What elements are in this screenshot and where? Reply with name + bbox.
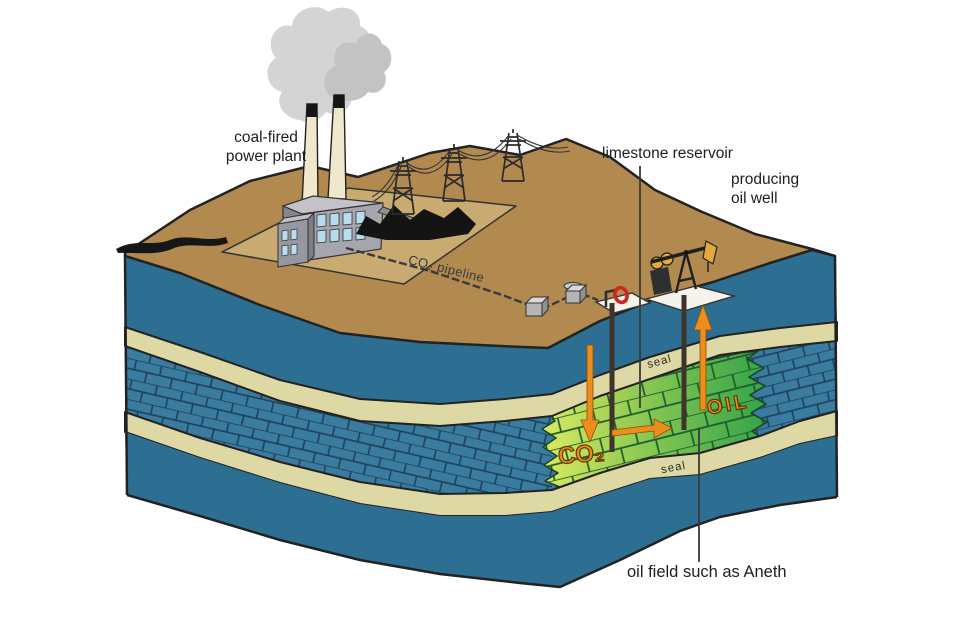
- smoke-plume: [324, 33, 392, 101]
- seal-layer-upper: [124, 321, 838, 427]
- red-valve-wheel: [613, 285, 629, 305]
- oil-up-arrow: [693, 303, 713, 411]
- pipeline-cube: [524, 295, 550, 318]
- ridge-shadow: [116, 237, 228, 254]
- coal-pile: [356, 205, 476, 240]
- block-right-edge: [833, 255, 839, 498]
- power-plant-label-line2: power plant: [225, 148, 307, 165]
- pipeline-wellhead-cube: [563, 282, 588, 305]
- pointer-lines: [639, 166, 700, 562]
- producing-oil-well-label-line2: oil well: [731, 190, 778, 207]
- annex-windows: [281, 228, 298, 257]
- block-bottom-edge: [126, 493, 838, 589]
- block-left-edge: [123, 255, 129, 496]
- transmission-towers: [371, 129, 571, 215]
- producing-oil-well-label: producing oil well: [731, 170, 799, 208]
- subsurface-block: [123, 250, 839, 589]
- plant-annex: [276, 211, 316, 268]
- pump-jack: [643, 240, 737, 312]
- co2-flow-arrow: [611, 418, 673, 439]
- limestone-reservoir-label: limestone reservoir: [602, 145, 733, 162]
- power-plant-label-line1: coal-fired: [234, 129, 298, 146]
- power-plant-label: coal-fired power plant: [213, 128, 319, 166]
- plant-windows: [316, 210, 366, 244]
- smokestack: [301, 103, 319, 205]
- transmission-tower: [500, 129, 526, 182]
- wellhead-pad: [643, 285, 737, 312]
- oil-field-label: oil field such as Aneth: [627, 563, 787, 581]
- co2-label: CO₂: [556, 438, 606, 470]
- smokestack: [327, 94, 347, 200]
- power-lines: [371, 134, 571, 202]
- limestone-bricks-left: [125, 346, 552, 494]
- producing-oil-well-label-line1: producing: [731, 171, 800, 188]
- co2-down-arrow: [580, 344, 600, 444]
- transmission-tower: [390, 157, 416, 215]
- layer-blue-lower: [125, 432, 837, 587]
- wells-and-arrows: [580, 295, 713, 452]
- transmission-tower: [441, 144, 467, 202]
- power-plant: [267, 7, 476, 268]
- horse-head: [702, 240, 718, 265]
- layer-blue-upper: [125, 250, 837, 404]
